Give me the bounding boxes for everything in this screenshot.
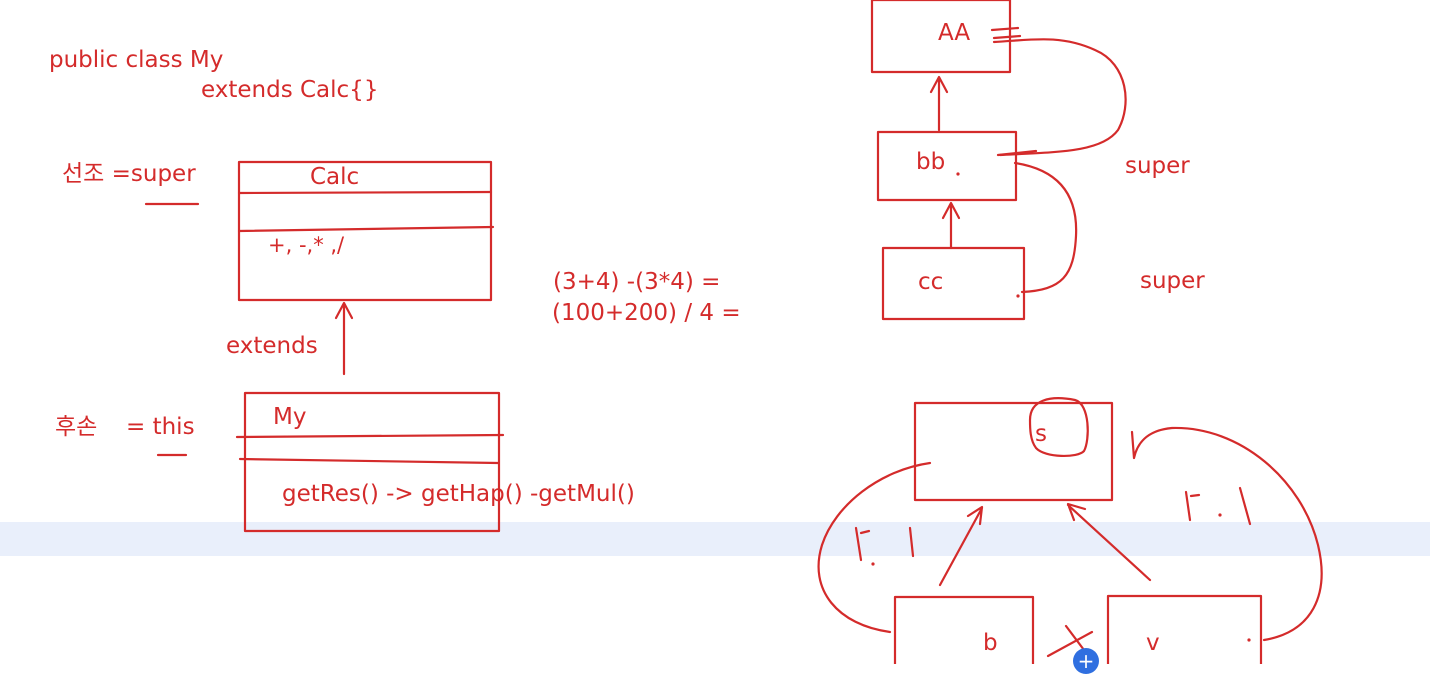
add-icon[interactable]: +	[1073, 648, 1099, 674]
super-curve-top	[992, 38, 1127, 157]
v-box	[1106, 594, 1263, 664]
extends-label: extends	[226, 333, 318, 359]
right-loop	[1130, 426, 1323, 642]
b-to-s-arrow	[938, 505, 984, 587]
left-loop	[817, 461, 932, 634]
my-divider-1	[235, 433, 505, 439]
calc-divider-2	[237, 225, 495, 233]
bb-dot-mark	[996, 149, 1038, 157]
v-label: v	[1146, 630, 1160, 656]
this-label: = this	[126, 414, 195, 440]
aa-label: AA	[938, 20, 971, 46]
dot-3	[1247, 638, 1251, 642]
s-label: s	[1035, 421, 1047, 447]
expression-1: (3+4) -(3*4) =	[553, 269, 721, 295]
cc-to-bb-arrow	[941, 201, 961, 250]
dot-1	[956, 172, 960, 176]
expression-2: (100+200) / 4 =	[552, 300, 741, 326]
aa-tick	[990, 26, 1022, 40]
b-box	[893, 595, 1035, 664]
calc-methods: +, -,* ,/	[268, 233, 345, 257]
my-divider-2	[238, 457, 500, 465]
calc-title: Calc	[310, 164, 360, 190]
my-title: My	[273, 404, 307, 430]
super-curve-bottom	[1013, 161, 1078, 294]
tally-left	[854, 526, 915, 562]
bb-label: bb	[916, 149, 946, 175]
super-label: 선조 =super	[62, 161, 196, 187]
dot-4	[871, 562, 875, 566]
this-label-korean: 후손	[55, 414, 98, 440]
b-label: b	[983, 630, 998, 656]
super-label-1: super	[1125, 153, 1190, 179]
bb-to-aa-arrow	[929, 75, 949, 132]
v-to-s-arrow	[1066, 502, 1152, 582]
s-circle	[1028, 397, 1089, 457]
code-line-1: public class My	[49, 47, 224, 73]
s-box	[913, 401, 1114, 502]
calc-divider-1	[237, 190, 493, 195]
super-label-2: super	[1140, 268, 1205, 294]
selection-band	[0, 522, 1430, 556]
extends-arrow	[334, 301, 354, 376]
cc-box	[881, 246, 1026, 321]
tally-right	[1184, 486, 1252, 526]
code-line-2: extends Calc{}	[201, 77, 379, 103]
my-methods: getRes() -> getHap() -getMul()	[282, 481, 635, 507]
dot-5	[1218, 513, 1222, 517]
my-box	[243, 391, 501, 533]
dot-2	[1016, 294, 1020, 298]
bb-box	[876, 130, 1018, 202]
cc-label: cc	[918, 269, 944, 295]
